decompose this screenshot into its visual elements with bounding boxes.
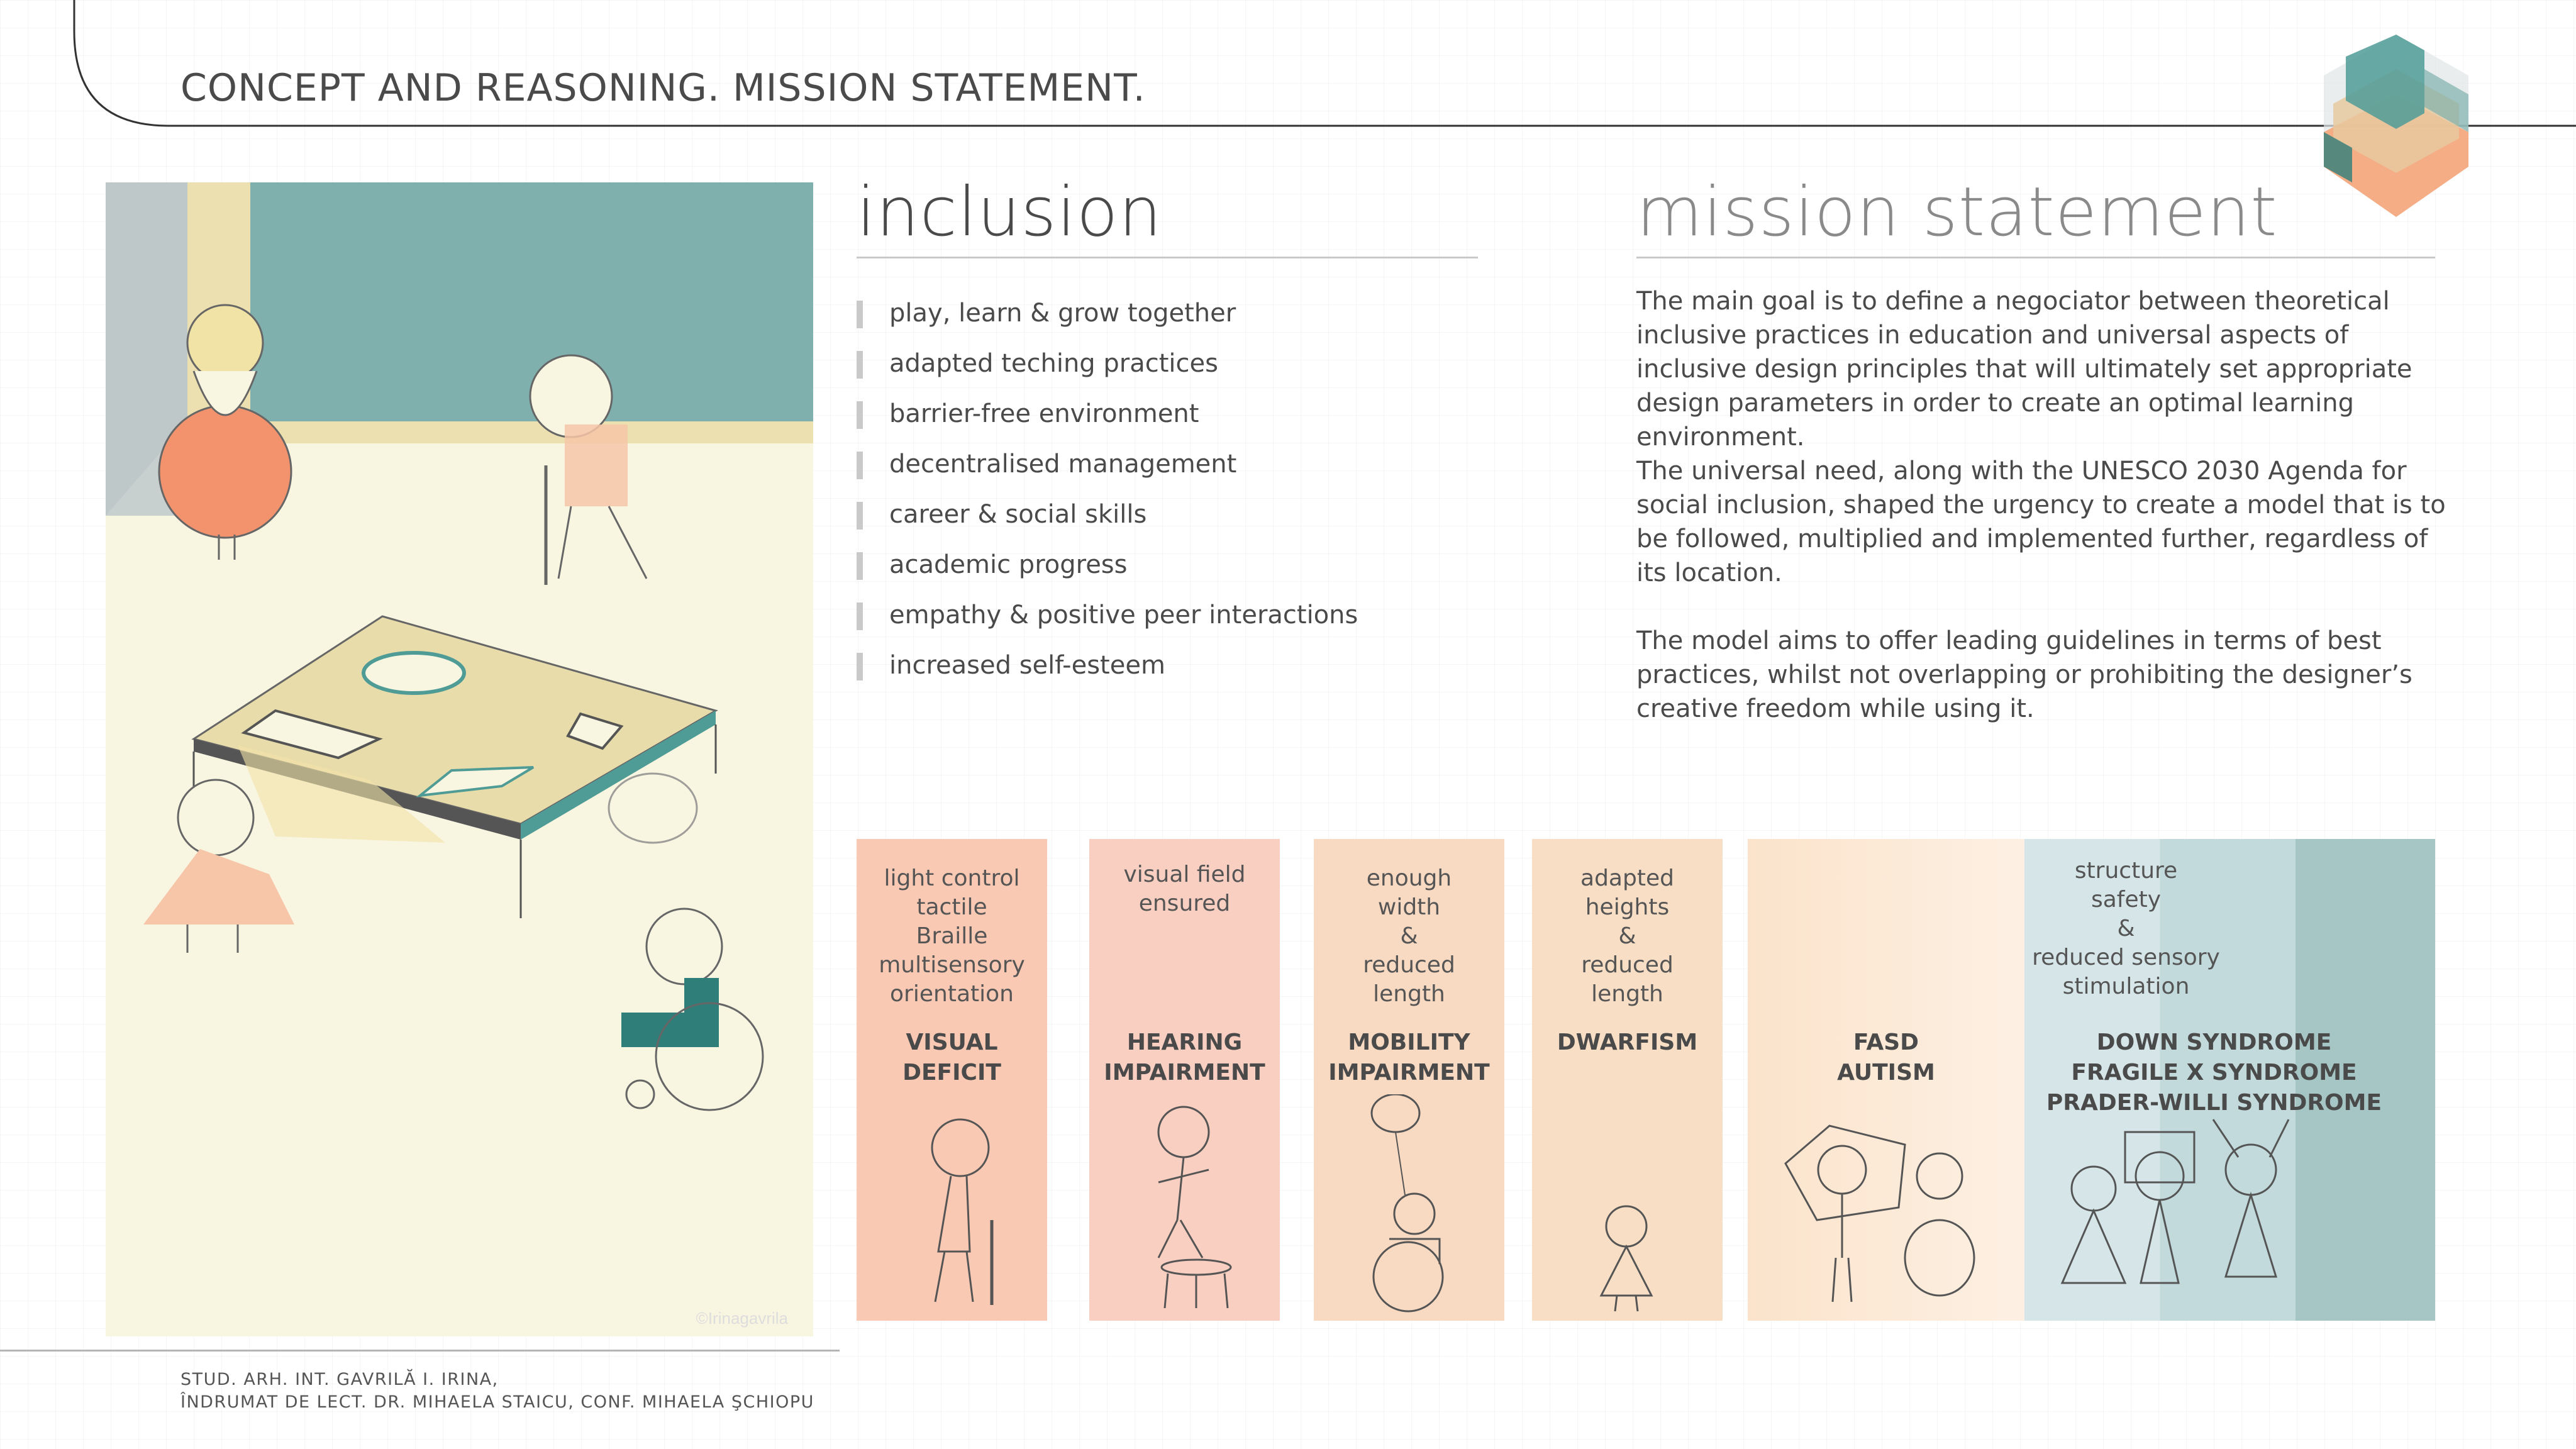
card-hearing-impairment: visual field ensured HEARING IMPAIRMENT	[1089, 839, 1280, 1321]
card-title: FASD AUTISM	[1837, 1030, 1935, 1085]
card-title: HEARING IMPAIRMENT	[1104, 1030, 1265, 1085]
list-item-label: academic progress	[889, 550, 1128, 579]
footer-author: STUD. ARH. INT. GAVRILĂ I. IRINA,	[180, 1370, 499, 1389]
two-children-illustration	[1784, 1124, 1975, 1302]
card-notes: light control tactile Braille multisenso…	[879, 865, 1025, 1007]
list-item-label: empathy & positive peer interactions	[889, 601, 1358, 630]
list-item: career & social skills	[857, 489, 1485, 540]
footer-divider	[0, 1350, 840, 1352]
list-item: adapted teching practices	[857, 338, 1485, 389]
bullet-bar	[857, 602, 863, 630]
card-title: VISUAL DEFICIT	[902, 1030, 1001, 1085]
card-visual-deficit: light control tactile Braille multisenso…	[857, 839, 1047, 1321]
card-mobility-impairment: enough width & reduced length MOBILITY I…	[1314, 839, 1504, 1321]
bullet-bar	[857, 452, 863, 479]
inclusion-heading: inclusion	[857, 173, 1163, 252]
card-notes: visual field ensured	[1123, 862, 1246, 916]
illustration-watermark: ©Irinagavrila	[696, 1309, 789, 1328]
page-title: CONCEPT AND REASONING. MISSION STATEMENT…	[180, 66, 1146, 110]
list-item-label: career & social skills	[889, 500, 1147, 529]
card-notes: structure safety & reduced sensory stimu…	[2032, 858, 2220, 999]
child-on-stool-illustration	[1157, 1106, 1232, 1309]
three-children-illustration	[2060, 1119, 2290, 1284]
card-dwarfism: adapted heights & reduced length DWARFIS…	[1532, 839, 1723, 1321]
bullet-bar	[857, 401, 863, 429]
elderly-with-cane-illustration	[931, 1118, 994, 1305]
card-title: MOBILITY IMPAIRMENT	[1328, 1030, 1490, 1085]
card-title: DWARFISM	[1557, 1030, 1698, 1055]
bullet-bar	[857, 301, 863, 328]
list-item-label: increased self-esteem	[889, 651, 1165, 680]
list-item-label: adapted teching practices	[889, 349, 1218, 378]
mission-paragraph-3: The model aims to offer leading guidelin…	[1636, 626, 2412, 723]
bullet-bar	[857, 351, 863, 379]
list-item: barrier-free environment	[857, 389, 1485, 439]
card-down-syndrome: structure safety & reduced sensory stimu…	[2024, 839, 2435, 1321]
hexagon-logo	[2324, 35, 2468, 217]
footer-supervisors: ÎNDRUMAT DE LECT. DR. MIHAELA STAICU, CO…	[180, 1392, 814, 1412]
card-notes: enough width & reduced length	[1363, 865, 1455, 1007]
list-item: decentralised management	[857, 439, 1485, 489]
list-item: play, learn & grow together	[857, 288, 1485, 338]
mission-paragraph-2: The universal need, along with the UNESC…	[1636, 457, 2446, 587]
list-item: academic progress	[857, 540, 1485, 590]
card-fasd-autism: FASD AUTISM	[1748, 839, 2024, 1321]
bullet-bar	[857, 502, 863, 530]
list-item-label: decentralised management	[889, 450, 1237, 479]
bullet-bar	[857, 653, 863, 680]
inclusion-heading-rule	[857, 257, 1478, 258]
header-frame-line	[73, 0, 2576, 127]
mission-paragraph-1: The main goal is to define a negociator …	[1636, 287, 2412, 452]
mission-heading: mission statement	[1636, 173, 2278, 252]
bullet-bar	[857, 552, 863, 580]
wheelchair-child-illustration	[1370, 1094, 1444, 1313]
card-title: DOWN SYNDROME FRAGILE X SYNDROME PRADER-…	[2046, 1030, 2382, 1116]
list-item-label: play, learn & grow together	[889, 299, 1236, 328]
inclusion-list: play, learn & grow together adapted tech…	[857, 288, 1485, 691]
list-item-label: barrier-free environment	[889, 399, 1199, 428]
mission-heading-rule	[1636, 257, 2435, 258]
classroom-illustration: ©Irinagavrila	[106, 182, 813, 1336]
list-item: increased self-esteem	[857, 640, 1485, 691]
list-item: empathy & positive peer interactions	[857, 590, 1485, 640]
card-notes: adapted heights & reduced length	[1580, 865, 1674, 1007]
small-child-illustration	[1599, 1205, 1653, 1312]
